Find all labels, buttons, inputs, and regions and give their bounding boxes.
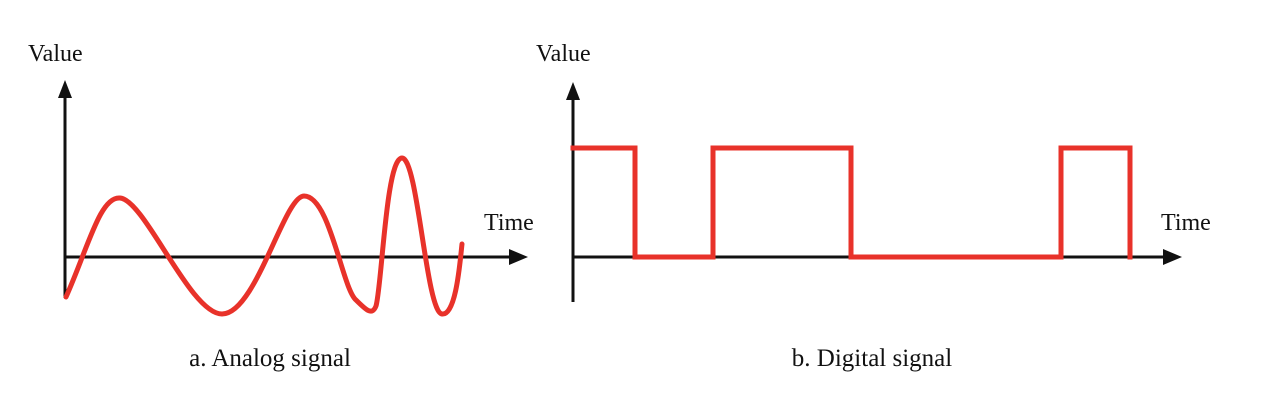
analog-y-axis-arrowhead — [58, 80, 72, 98]
analog-y-axis-label: Value — [28, 41, 83, 67]
digital-x-axis-arrowhead — [1163, 249, 1182, 265]
analog-signal-wave — [63, 155, 465, 317]
digital-caption: b. Digital signal — [792, 345, 952, 372]
digital-y-axis-arrowhead — [566, 82, 580, 100]
analog-panel: Value Time a. Analog signal — [28, 41, 534, 372]
analog-x-axis-arrowhead — [509, 249, 528, 265]
analog-x-axis-label: Time — [484, 210, 534, 236]
analog-caption: a. Analog signal — [189, 345, 351, 372]
digital-signal-wave — [570, 145, 1133, 260]
digital-x-axis-label: Time — [1161, 210, 1211, 236]
digital-y-axis-label: Value — [536, 41, 591, 67]
digital-panel: Value Time b. Digital signal — [536, 41, 1211, 372]
